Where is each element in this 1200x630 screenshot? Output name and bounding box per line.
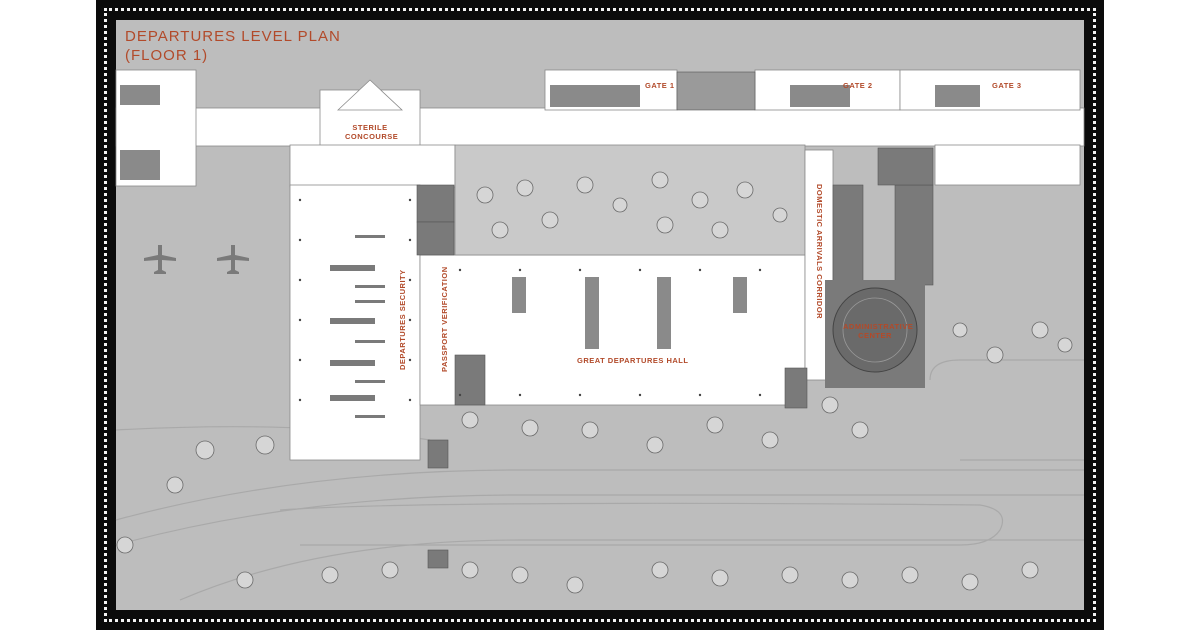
label-sterile-concourse-line2: CONCOURSE	[345, 132, 399, 141]
security-lanes	[330, 235, 385, 418]
access-roads	[115, 359, 1084, 601]
label-gate-1: GATE 1	[645, 81, 675, 90]
label-sterile-concourse: STERILE CONCOURSE	[345, 123, 399, 141]
administrative-center	[825, 280, 925, 388]
label-great-departures-hall: GREAT DEPARTURES HALL	[577, 356, 689, 365]
label-departures-security: DEPARTURES SECURITY	[398, 269, 407, 370]
concourse-building	[115, 69, 1085, 461]
label-administrative-center-line1: ADMINISTRATIVE	[843, 322, 914, 331]
label-administrative-center-line2: CENTER	[858, 331, 892, 340]
plan-title-line1: DEPARTURES LEVEL PLAN	[125, 28, 341, 45]
label-gate-2: GATE 2	[843, 81, 873, 90]
gate-seating	[120, 85, 980, 180]
service-cores	[416, 71, 934, 569]
palm-trees	[116, 171, 1073, 594]
plan-title-line2: (FLOOR 1)	[125, 47, 209, 64]
dotted-border	[104, 8, 1096, 622]
label-domestic-arrivals-corridor: DOMESTIC ARRIVALS CORRIDOR	[815, 184, 824, 320]
label-gate-3: GATE 3	[992, 81, 1022, 90]
label-sterile-concourse-line1: STERILE	[352, 123, 388, 132]
hall-escalators	[512, 277, 747, 349]
plan-title: DEPARTURES LEVEL PLAN (FLOOR 1)	[125, 27, 341, 65]
label-passport-verification: PASSPORT VERIFICATION	[440, 266, 449, 372]
column-grid	[298, 198, 762, 402]
label-administrative-center: ADMINISTRATIVE CENTER	[843, 322, 914, 340]
airplane-icons	[144, 245, 249, 274]
